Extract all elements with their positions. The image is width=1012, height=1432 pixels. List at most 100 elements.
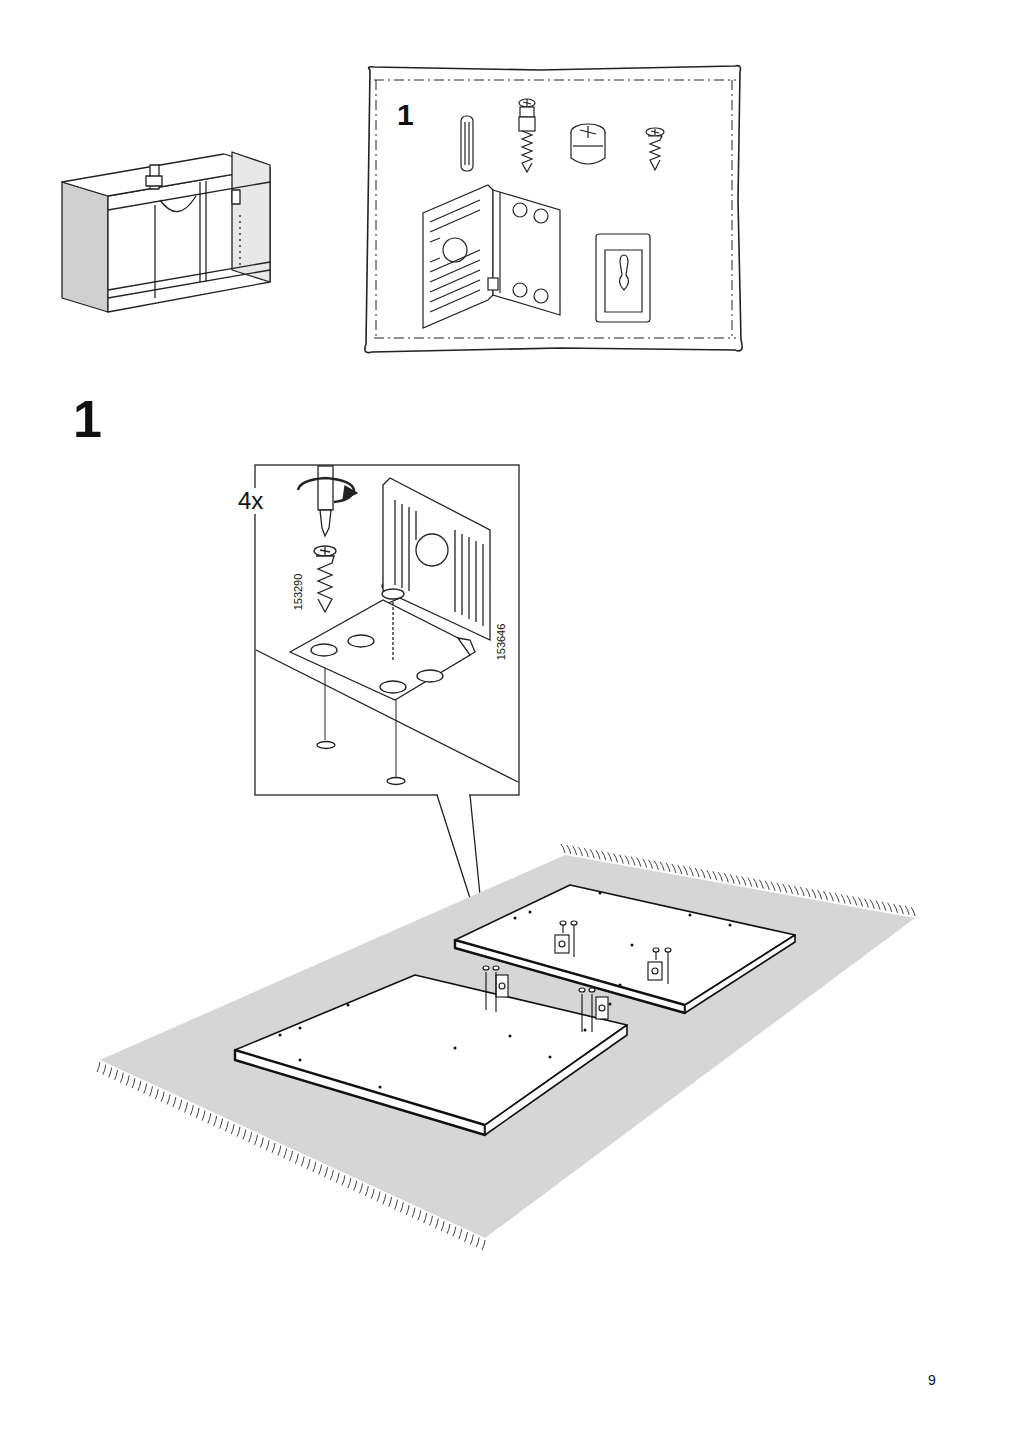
page-number: 9	[928, 1373, 936, 1387]
rug-fringe	[713, 871, 717, 880]
rug-fringe	[377, 1191, 380, 1201]
rug-fringe	[109, 1067, 112, 1077]
rug-fringe	[748, 878, 752, 887]
rug-fringe	[202, 1111, 205, 1121]
rug-fringe	[115, 1070, 118, 1080]
rug-fringe	[777, 883, 781, 892]
rug-fringe	[649, 860, 653, 869]
rug-fringe	[214, 1116, 217, 1126]
rug-fringe	[590, 849, 594, 858]
rug-fringe	[365, 1186, 368, 1196]
rug-fringe	[824, 891, 828, 900]
rug-fringe	[684, 866, 688, 875]
rug-fringe	[150, 1086, 153, 1096]
rug-fringe	[278, 1146, 281, 1156]
rug-fringe	[447, 1224, 450, 1234]
rug-fringe	[220, 1119, 223, 1129]
rug-fringe	[412, 1208, 415, 1218]
rug-fringe	[225, 1121, 228, 1131]
rug-fringe	[765, 881, 769, 890]
rug-fringe	[853, 897, 857, 906]
rug-fringe	[208, 1113, 211, 1123]
rug-fringe	[695, 868, 699, 877]
rug-fringe	[325, 1167, 328, 1177]
rug-fringe	[295, 1154, 298, 1164]
rug-fringe	[643, 859, 647, 868]
rug-fringe	[631, 857, 635, 866]
rug-fringe	[237, 1127, 240, 1137]
rug-fringe	[806, 888, 810, 897]
rug-fringe	[272, 1143, 275, 1153]
rug-fringe	[138, 1081, 141, 1091]
rug-fringe	[249, 1132, 252, 1142]
rug-fringe	[482, 1240, 485, 1250]
step-number: 1	[73, 393, 102, 445]
panels	[235, 885, 795, 1135]
rug-fringe	[103, 1065, 106, 1075]
rug-fringe	[307, 1159, 310, 1169]
rug-fringe	[167, 1094, 170, 1104]
rug-fringe	[707, 870, 711, 879]
rug-fringe	[389, 1197, 392, 1207]
rug-fringe	[759, 880, 763, 889]
part-number: 153646	[496, 624, 507, 661]
step-number: 1	[397, 100, 414, 130]
rug-fringe	[132, 1078, 135, 1088]
rug-fringe	[459, 1229, 462, 1239]
rug-fringe	[841, 894, 845, 903]
rug-fringe	[430, 1216, 433, 1226]
rug-fringe	[829, 892, 833, 901]
rug-fringe	[870, 900, 874, 909]
rug-fringe	[625, 856, 629, 865]
rug-fringe	[637, 858, 641, 867]
rug-fringe	[336, 1173, 339, 1183]
rug-fringe	[905, 906, 909, 915]
rug-fringe	[173, 1097, 176, 1107]
rug-fringe	[561, 844, 565, 853]
rug-fringe	[313, 1162, 316, 1172]
parts-bag	[365, 66, 742, 353]
rug-fringe	[144, 1084, 147, 1094]
rug-fringe	[579, 847, 583, 856]
rug-fringe	[602, 851, 606, 860]
rug-fringe	[771, 882, 775, 891]
rug-fringe	[453, 1227, 456, 1237]
rug-fringe	[619, 855, 623, 864]
rug-fringe	[424, 1213, 427, 1223]
quantity: 4x	[236, 488, 265, 514]
rug-fringe	[406, 1205, 409, 1215]
rug-fringe	[789, 885, 793, 894]
rug-fringe	[470, 1235, 473, 1245]
rug-fringe	[196, 1108, 199, 1118]
rug-fringe	[660, 862, 664, 871]
rug-fringe	[319, 1164, 322, 1174]
rug-fringe	[348, 1178, 351, 1188]
rug-fringe	[724, 873, 728, 882]
rug-fringe	[354, 1181, 357, 1191]
rug-fringe	[614, 853, 618, 862]
rug-fringe	[395, 1200, 398, 1210]
rug-fringe	[400, 1202, 403, 1212]
rug-fringe	[859, 898, 863, 907]
rug-fringe	[608, 852, 612, 861]
detail-callout	[255, 465, 519, 945]
rug-fringe	[800, 887, 804, 896]
rug-fringe	[818, 890, 822, 899]
rug-fringe	[441, 1221, 444, 1231]
rug-fringe	[812, 889, 816, 898]
rug-fringe	[689, 867, 693, 876]
parts	[423, 99, 664, 328]
rug-fringe	[678, 865, 682, 874]
rug-fringe	[120, 1073, 123, 1083]
rug-fringe	[899, 905, 903, 914]
rug-fringe	[876, 901, 880, 910]
part-number: 153290	[293, 574, 304, 611]
rug-fringe	[864, 899, 868, 908]
cabinet-overview	[62, 152, 270, 312]
rug-fringe	[794, 886, 798, 895]
rug-fringe	[847, 895, 851, 904]
rug-fringe	[754, 879, 758, 888]
rug-fringe	[301, 1156, 304, 1166]
panel-holes	[279, 892, 732, 1089]
